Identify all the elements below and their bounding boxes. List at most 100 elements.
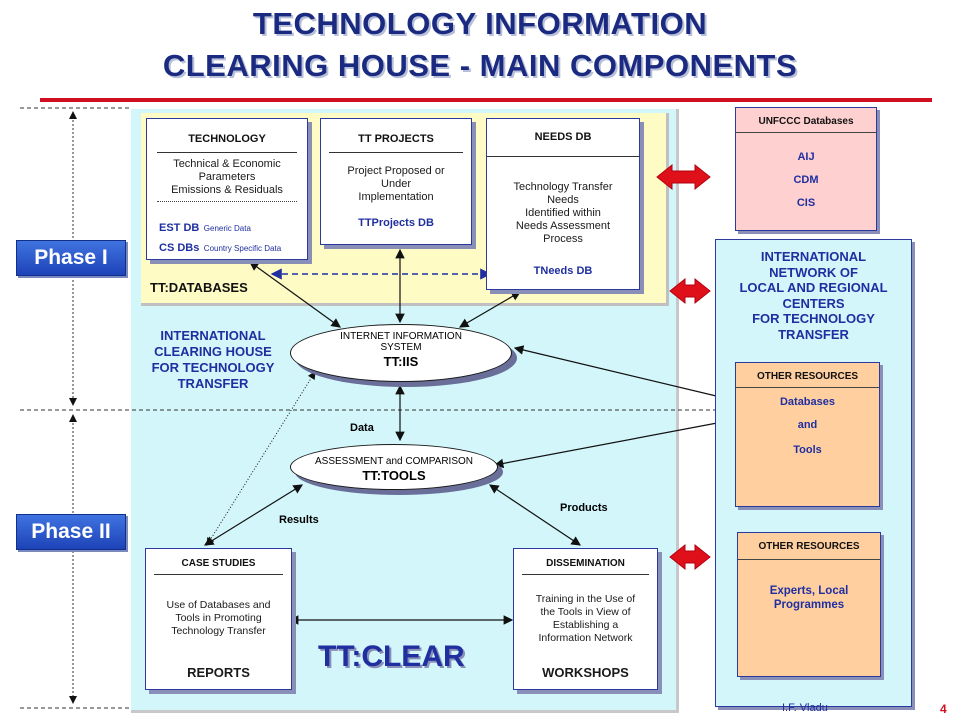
case-studies-card: CASE STUDIES Use of Databases and Tools … [145,548,292,690]
cs-db-sub: Country Specific Data [203,244,282,253]
tt-clear-label: TT:CLEAR [318,640,465,673]
dissemination-desc-1: Training in the Use of [535,593,636,605]
technology-desc-1: Technical & Economic [173,158,281,170]
needs-desc-4: Needs Assessment [515,220,611,232]
unfccc-item-cdm: CDM [793,174,819,186]
needs-desc-2: Needs [547,194,579,206]
iis-line1: INTERNET INFORMATION [340,331,462,342]
other-resources-1-item-3: Tools [793,444,822,456]
case-studies-desc-2: Tools in Promoting [175,612,262,624]
dissemination-header: DISSEMINATION [546,558,625,569]
clearing-house-line1: INTERNATIONAL [160,328,266,343]
clearing-house-line2: CLEARING HOUSE [154,344,272,359]
other-resources-2-rule [738,559,880,560]
workshops-label: WORKSHOPS [542,665,629,680]
tools-to-resources-arrow [493,416,735,469]
case-studies-header: CASE STUDIES [181,558,256,569]
other-resources-tools-box: OTHER RESOURCES Databases and Tools [735,362,880,507]
network-line1: INTERNATIONAL [760,249,867,264]
network-line6: TRANSFER [778,326,849,342]
tools-to-dissemination-arrow [489,484,581,546]
other-resources-2-header: OTHER RESOURCES [758,541,860,552]
case-studies-rule [154,574,283,575]
est-db-sub: Generic Data [203,224,251,233]
network-double-arrow [669,277,711,305]
tech-to-iis-arrow [249,261,341,328]
unfccc-item-aij: AIJ [797,151,815,163]
iis-line2: SYSTEM [380,342,422,353]
needs-db-label: TNeeds DB [533,265,593,277]
iis-to-casestudies-dotted-arrow [206,371,316,546]
tools-name: TT:TOOLS [362,468,426,483]
dissemination-card: DISSEMINATION Training in the Use of the… [513,548,658,690]
other-resources-1-item-1: Databases [779,396,836,408]
needs-header-rule [487,156,639,157]
databases-label: TT:DATABASES [150,280,248,295]
phase1-badge: Phase I [16,240,126,276]
dissemination-rule [522,574,649,575]
technology-dotted-rule [157,201,297,202]
dissemination-desc-4: Information Network [538,632,633,644]
needs-desc-3: Identified within [525,207,601,219]
est-db-row: EST DB Generic Data [159,218,307,236]
projects-header-rule [329,152,463,153]
other-resources-1-header: OTHER RESOURCES [756,371,859,382]
data-edge-label: Data [350,422,374,434]
case-studies-desc-1: Use of Databases and [166,599,271,611]
unfccc-rule [736,132,876,133]
technology-header: TECHNOLOGY [188,133,266,145]
network-title: INTERNATIONAL NETWORK OF LOCAL AND REGIO… [716,249,911,342]
needs-desc-1: Technology Transfer [513,181,613,193]
network-line5: FOR TECHNOLOGY [752,311,875,326]
projects-card: TT PROJECTS Project Proposed or Under Im… [320,118,472,245]
network-line4: CENTERS [782,295,845,311]
network-line2: NETWORK OF [769,264,858,280]
tools-line1: ASSESSMENT and COMPARISON [314,456,473,467]
iis-name: TT:IIS [383,354,419,369]
other-resources-1-rule [736,387,879,388]
cs-db-row: CS DBs Country Specific Data [159,238,307,256]
technology-card: TECHNOLOGY Technical & Economic Paramete… [146,118,308,260]
case-studies-desc-3: Technology Transfer [171,625,266,637]
est-db-label: EST DB [159,222,200,234]
cs-db-label: CS DBs [159,242,200,254]
needs-to-iis-arrow [458,291,522,328]
title-underline [40,98,932,102]
projects-desc-2: Under [381,178,411,190]
author-footer: I.F. Vladu [782,702,828,714]
needs-header: NEEDS DB [534,131,592,143]
slide-title-line2: CLEARING HOUSE - MAIN COMPONENTS [162,48,798,83]
slide-title-line1: TECHNOLOGY INFORMATION [252,6,708,41]
technology-desc-3: Emissions & Residuals [171,184,283,196]
other-resources-experts-box: OTHER RESOURCES Experts, Local Programme… [737,532,881,677]
projects-desc-3: Implementation [358,191,434,203]
unfccc-header: UNFCCC Databases [758,116,854,127]
projects-header: TT PROJECTS [358,133,434,145]
reports-label: REPORTS [187,665,250,680]
technology-desc-2: Parameters [198,171,256,183]
clearing-house-line3: FOR TECHNOLOGY [151,360,275,375]
dissemination-desc-3: Establishing a [552,619,619,631]
clearing-house-line4: TRANSFER [177,376,249,391]
phase2-badge: Phase II [16,514,126,550]
dissemination-desc-2: the Tools in View of [540,606,631,618]
other-resources-2-desc-1: Experts, Local [769,585,849,597]
other-resources-2-desc-2: Programmes [773,599,845,611]
iis-ellipse: INTERNET INFORMATION SYSTEM TT:IIS [290,324,512,382]
unfccc-item-cis: CIS [796,197,816,209]
needs-card: NEEDS DB Technology Transfer Needs Ident… [486,118,640,290]
clearing-house-label: INTERNATIONAL CLEARING HOUSE FOR TECHNOL… [133,328,293,392]
needs-desc-5: Process [543,233,583,245]
unfccc-box: UNFCCC Databases AIJ CDM CIS [735,107,877,231]
page-number: 4 [940,702,947,716]
unfccc-double-arrow [656,163,711,191]
products-edge-label: Products [560,502,608,514]
other-resources-1-item-2: and [797,419,818,431]
results-edge-label: Results [279,514,319,526]
technology-header-rule [157,152,297,153]
projects-desc-1: Project Proposed or [347,165,445,177]
iis-to-resources-arrow [513,345,735,403]
network-line3: LOCAL AND REGIONAL [739,280,888,295]
experts-double-arrow [669,543,711,571]
